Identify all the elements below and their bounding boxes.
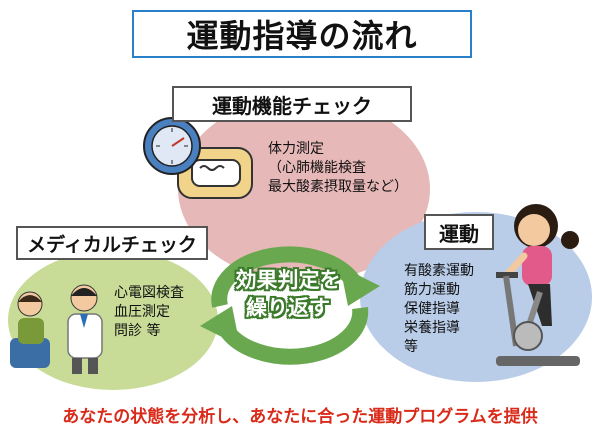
- detail-line: 有酸素運動: [404, 263, 474, 279]
- cycle-center-text: 効果判定を 繰り返す: [208, 266, 368, 322]
- doctor-patient-icon: [10, 284, 103, 374]
- detail-line: 心電図検査: [114, 285, 184, 301]
- medical-check-details: 心電図検査 血圧測定 問診 等: [114, 284, 184, 341]
- exercise-bike-woman-icon: [496, 204, 580, 366]
- stopwatch-grip-dynamometer-icon: [143, 117, 253, 199]
- medical-check-label: メディカルチェック: [16, 226, 208, 260]
- detail-line: 栄養指導: [404, 320, 460, 336]
- detail-line: 血圧測定: [114, 304, 170, 320]
- exercise-details: 有酸素運動 筋力運動 保健指導 栄養指導 等: [404, 262, 474, 357]
- exercise-label: 運動: [424, 214, 494, 250]
- detail-line: （心肺機能検査: [268, 160, 366, 176]
- center-line-2: 繰り返す: [246, 296, 330, 320]
- detail-line: 体力測定: [268, 141, 324, 157]
- detail-line: 等: [404, 339, 418, 355]
- fitness-check-details: 体力測定 （心肺機能検査 最大酸素摂取量など）: [268, 140, 408, 197]
- cycle-arrow-icon: [200, 246, 380, 365]
- center-line-1: 効果判定を: [235, 268, 341, 292]
- detail-line: 最大酸素摂取量など）: [268, 179, 408, 195]
- page-title: 運動指導の流れ: [132, 10, 472, 58]
- detail-line: 筋力運動: [404, 282, 460, 298]
- detail-line: 問診 等: [114, 323, 161, 339]
- footer-statement: あなたの状態を分析し、あなたに合った運動プログラムを提供: [62, 407, 538, 427]
- detail-line: 保健指導: [404, 301, 460, 317]
- fitness-check-label: 運動機能チェック: [172, 86, 412, 122]
